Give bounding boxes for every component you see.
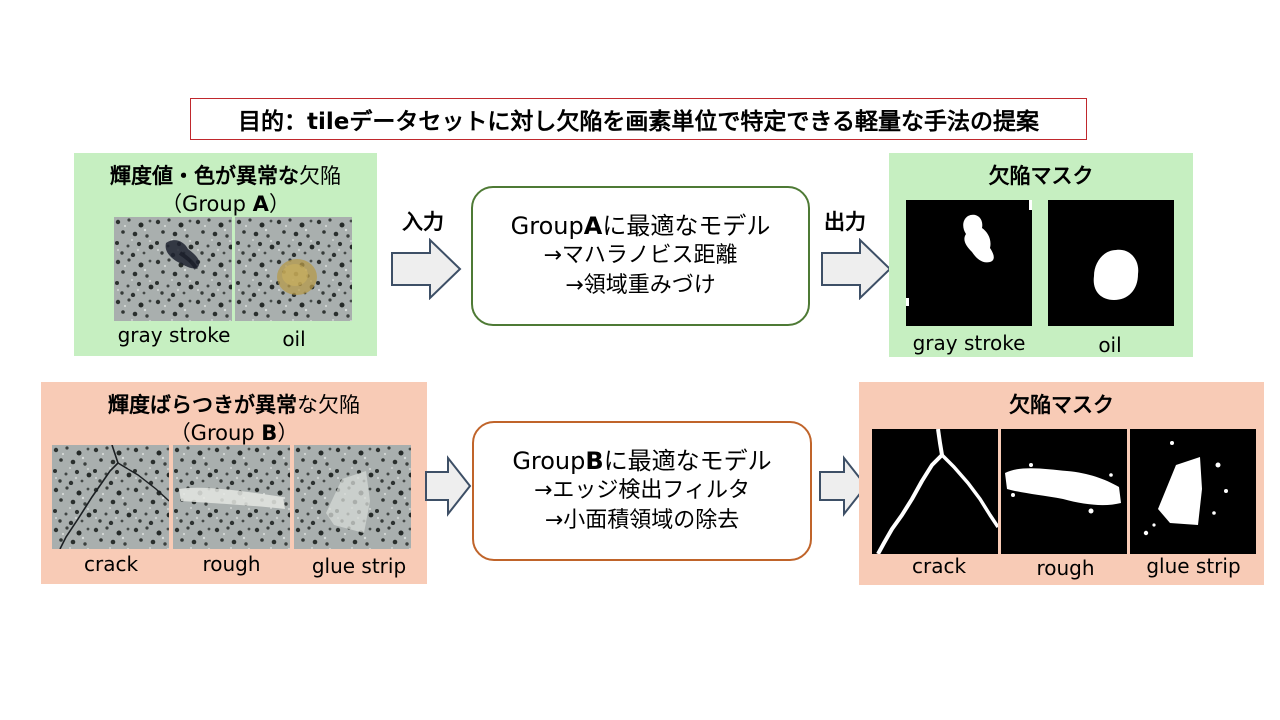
model-a-line1: GroupAに最適なモデル	[510, 212, 771, 240]
output-arrow-b	[818, 455, 868, 517]
rough-mask-image	[1001, 429, 1127, 554]
group-b-mask-caption: crack	[911, 554, 967, 578]
gray-stroke-mask-image	[906, 200, 1032, 326]
group-b-input-panel: 輝度ばらつきが異常な欠陥 （Group B） crack rough glue …	[41, 382, 427, 584]
group-a-mask-caption: gray stroke	[912, 331, 1026, 355]
group-a-sample-caption: gray stroke	[117, 323, 231, 347]
gray-stroke-sample-image	[114, 217, 232, 321]
model-b-line3: →小面積領域の除去	[544, 508, 740, 533]
group-a-mask-caption: oil	[1098, 333, 1122, 357]
output-arrow-a	[820, 238, 892, 300]
oil-sample-image	[235, 217, 352, 321]
group-b-heading: 輝度ばらつきが異常な欠陥	[108, 393, 360, 417]
input-arrow-b	[424, 455, 472, 517]
group-a-sample-caption: oil	[282, 327, 306, 351]
title-box: 目的：tileデータセットに対し欠陥を画素単位で特定できる軽量な手法の提案	[190, 98, 1087, 140]
model-a-line3: →領域重みづけ	[565, 273, 716, 298]
output-label: 出力	[824, 210, 866, 234]
oil-mask-image	[1048, 200, 1174, 326]
group-a-input-panel: 輝度値・色が異常な欠陥 （Group A） gray stroke oil	[74, 153, 377, 356]
input-arrow-a	[390, 238, 462, 300]
crack-mask-image	[872, 429, 998, 554]
group-a-subtitle: （Group A）	[161, 192, 290, 216]
model-b-line1: GroupBに最適なモデル	[512, 447, 772, 475]
group-b-sample-caption: rough	[202, 552, 261, 576]
group-b-mask-panel: 欠陥マスク crack rough glue strip	[859, 382, 1264, 585]
crack-sample-image	[52, 445, 169, 549]
group-b-model-box: GroupBに最適なモデル →エッジ検出フィルタ →小面積領域の除去	[472, 421, 812, 561]
input-label: 入力	[402, 210, 444, 234]
group-b-sample-caption: glue strip	[311, 554, 407, 578]
group-a-model-box: GroupAに最適なモデル →マハラノビス距離 →領域重みづけ	[471, 186, 810, 326]
rough-sample-image	[173, 445, 290, 549]
glue-strip-sample-image	[294, 445, 411, 549]
model-a-line2: →マハラノビス距離	[543, 243, 738, 268]
group-b-mask-caption: rough	[1036, 556, 1095, 580]
group-a-heading: 輝度値・色が異常な欠陥	[110, 164, 341, 188]
model-b-line2: →エッジ検出フィルタ	[534, 478, 750, 503]
group-b-subtitle: （Group B）	[169, 421, 299, 445]
group-a-mask-title: 欠陥マスク	[988, 164, 1094, 188]
group-a-mask-panel: 欠陥マスク gray stroke oil	[889, 153, 1193, 357]
group-b-mask-title: 欠陥マスク	[1009, 393, 1114, 417]
page-title: 目的：tileデータセットに対し欠陥を画素単位で特定できる軽量な手法の提案	[238, 109, 1039, 135]
glue-strip-mask-image	[1130, 429, 1256, 554]
group-b-mask-caption: glue strip	[1146, 554, 1241, 578]
group-b-sample-caption: crack	[83, 552, 139, 576]
